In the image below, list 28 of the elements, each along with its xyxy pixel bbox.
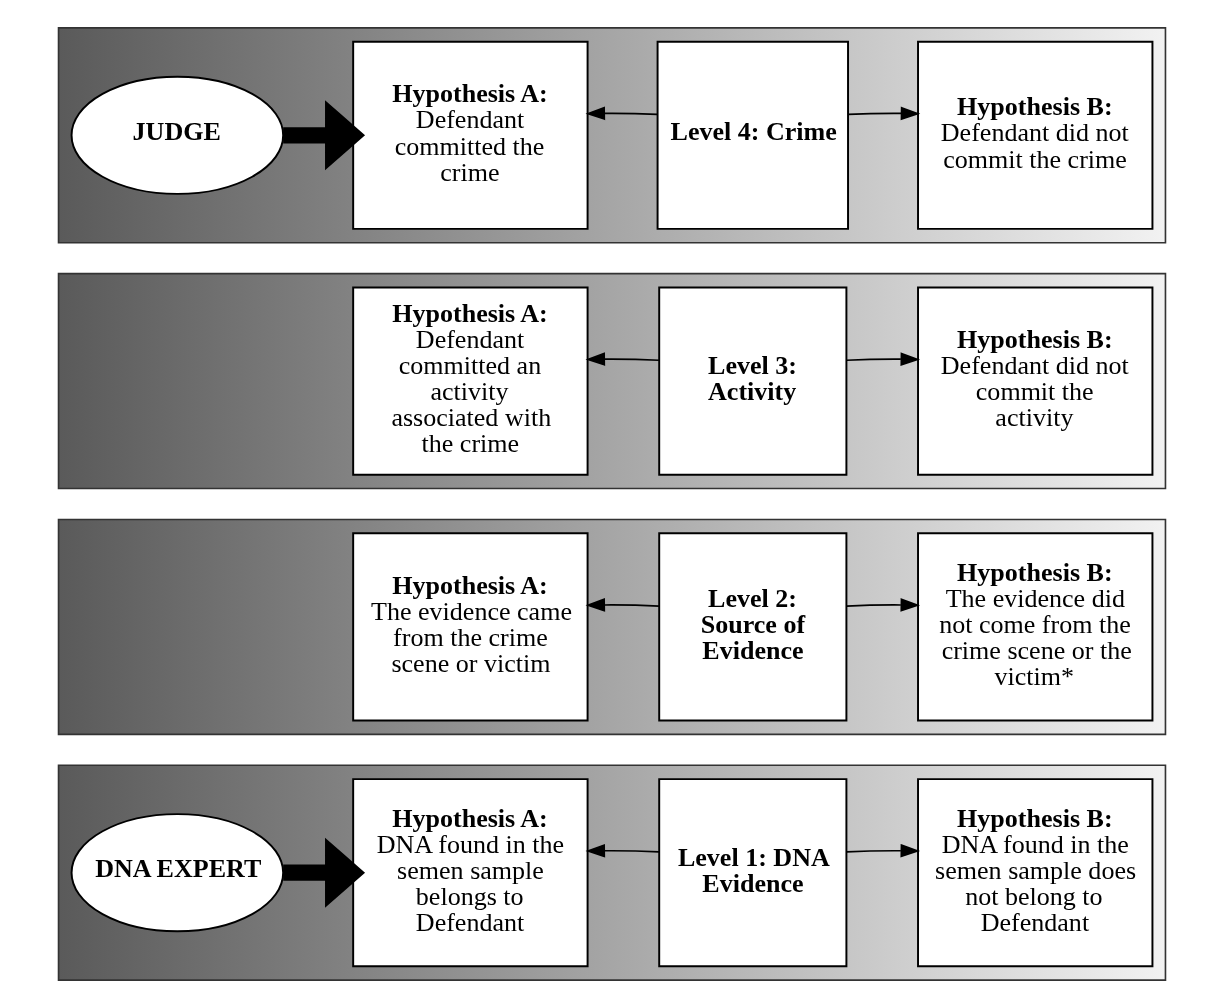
arrow bbox=[585, 352, 660, 366]
node-box: Level 2: Source of Evidence bbox=[657, 532, 847, 722]
arrow bbox=[845, 352, 920, 366]
cluster bbox=[57, 764, 1166, 981]
node-box: Hypothesis B: Defendant did not commit the crime bbox=[916, 40, 1153, 230]
node-box: Level 4: Crime bbox=[656, 40, 849, 230]
node-box: Level 3: Activity bbox=[657, 286, 847, 476]
arrow bbox=[282, 100, 365, 171]
arrow bbox=[845, 843, 920, 858]
arrow bbox=[845, 598, 920, 612]
node-ellipse: JUDGE bbox=[70, 75, 284, 195]
cluster bbox=[57, 518, 1166, 736]
node-box: Hypothesis A: The evidence came from the crime scene or victim bbox=[351, 532, 589, 722]
node-box: Hypothesis A: Defendant committed an activity associated with the crime bbox=[351, 286, 589, 476]
arrow bbox=[282, 837, 365, 908]
node-box: Hypothesis B: The evidence did not come from the crime scene or the victim* bbox=[916, 532, 1153, 722]
cluster bbox=[57, 272, 1166, 490]
arrow bbox=[585, 843, 660, 858]
node-box: Hypothesis B: DNA found in the semen sample does not belong to Defendant bbox=[916, 778, 1153, 968]
arrow bbox=[585, 106, 658, 121]
node-box: Hypothesis B: Defendant did not commit the activity bbox=[916, 286, 1153, 476]
node-box: Hypothesis A: Defendant committed the crime bbox=[351, 40, 589, 230]
node-ellipse: DNA EXPERT bbox=[70, 813, 284, 933]
node-box: Level 1: DNA Evidence bbox=[657, 778, 847, 968]
arrow bbox=[846, 106, 920, 121]
cluster bbox=[57, 27, 1166, 244]
arrow bbox=[585, 598, 660, 612]
node-box: Hypothesis A: DNA found in the semen sample belongs to Defendant bbox=[351, 778, 589, 968]
